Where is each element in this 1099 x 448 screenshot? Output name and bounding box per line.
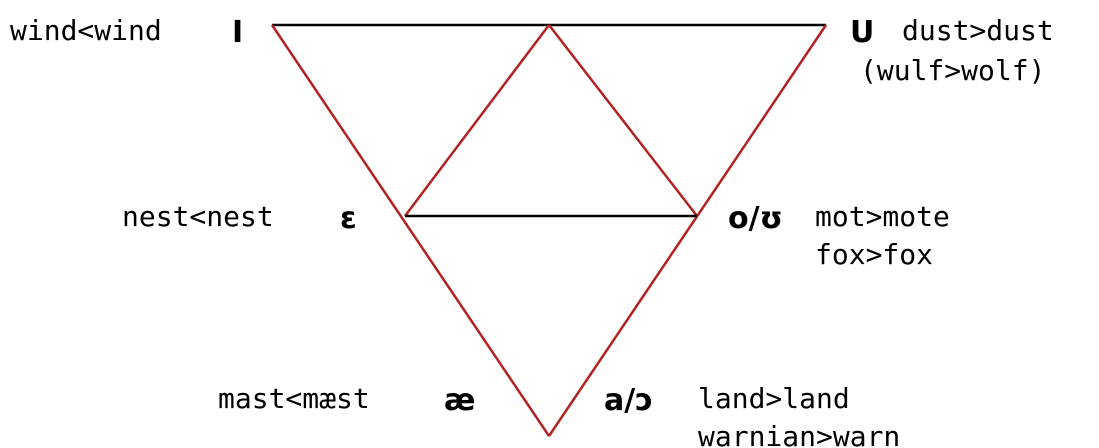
left-edge-line xyxy=(270,24,551,437)
mid-back-symbol: o/ʊ xyxy=(728,201,783,236)
mid-front-word: nest<nest xyxy=(122,200,274,233)
low-back-word-2: warnian>warn xyxy=(698,420,900,448)
high-back-symbol: U xyxy=(850,15,874,50)
high-back-word-1: dust>dust xyxy=(902,14,1054,47)
high-front-symbol: I xyxy=(232,15,243,50)
mid-front-symbol: ɛ xyxy=(340,201,357,236)
low-front-symbol: æ xyxy=(444,383,475,418)
low-back-symbol: a/ɔ xyxy=(604,383,653,418)
mid-back-word-2: fox>fox xyxy=(815,238,933,271)
mid-back-word-1: mot>mote xyxy=(815,200,950,233)
high-front-word: wind<wind xyxy=(10,14,162,47)
high-back-word-2: (wulf>wolf) xyxy=(860,54,1045,87)
inner-right-line xyxy=(548,24,698,217)
low-front-word: mast<mæst xyxy=(218,382,370,415)
right-edge-line xyxy=(547,24,828,437)
inner-left-line xyxy=(404,24,550,217)
low-back-word-1: land>land xyxy=(698,382,850,415)
